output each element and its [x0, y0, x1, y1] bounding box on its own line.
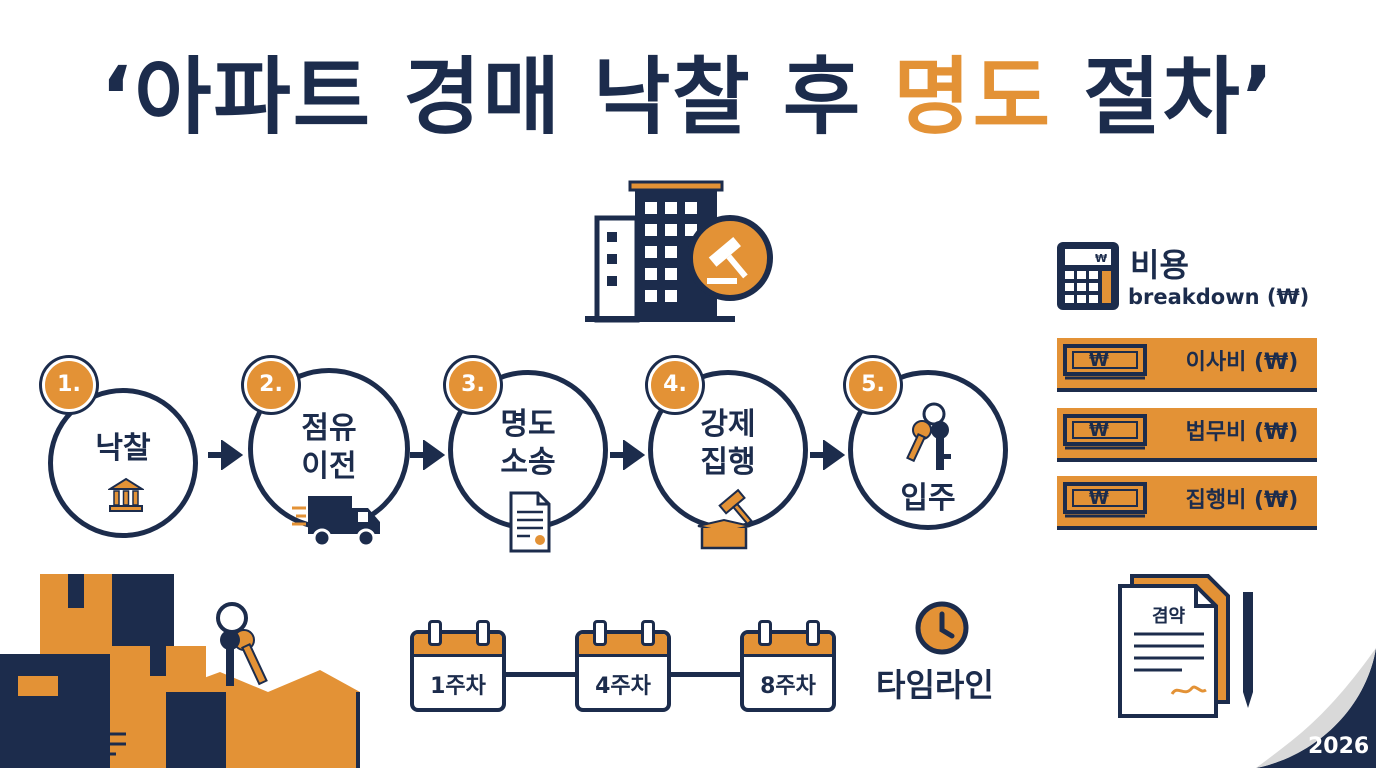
title-highlight: 명도	[893, 48, 1052, 146]
step-3-line2: 소송	[500, 445, 556, 480]
money-bills-icon	[1063, 482, 1147, 518]
building-gavel-icon	[585, 180, 773, 323]
document-icon	[509, 491, 551, 553]
cost-item-legal: ₩ 법무비 (₩)	[1057, 408, 1317, 462]
step-circle-5: 입주	[848, 370, 1008, 530]
keys-icon	[906, 402, 951, 470]
title-open-quote: ‘	[100, 48, 135, 146]
arrow-icon	[610, 440, 646, 470]
cost-subtitle: breakdown (₩)	[1128, 285, 1310, 309]
step-number-2: 2.	[244, 358, 298, 412]
cost-item-label: 법무비 (₩)	[1185, 420, 1299, 445]
step-3-line1: 명도	[500, 407, 556, 442]
step-1-label: 낙찰	[95, 431, 151, 466]
step-number-4: 4.	[648, 358, 702, 412]
money-bills-icon	[1063, 344, 1147, 380]
timeline-week-label: 4주차	[595, 674, 651, 699]
moving-boxes-icon	[0, 574, 360, 768]
svg-text:₩: ₩	[1095, 252, 1107, 265]
won-symbol: ₩	[1089, 488, 1109, 509]
step-number-3: 3.	[446, 358, 500, 412]
title-part1: 아파트 경매 낙찰 후	[134, 48, 894, 146]
won-symbol: ₩	[1089, 350, 1109, 371]
calendar-week-4: 4주차	[575, 620, 671, 712]
step-number-1: 1.	[42, 358, 96, 412]
bank-icon	[108, 477, 144, 512]
step-2-line1: 점유	[301, 411, 357, 446]
keys-icon	[216, 602, 268, 686]
arrow-icon	[410, 440, 446, 470]
contract-icon	[1118, 574, 1253, 718]
calculator-icon: ₩	[1057, 242, 1119, 310]
timeline-week-label: 1주차	[430, 674, 486, 699]
clock-icon	[915, 601, 969, 655]
cost-item-moving: ₩ 이사비 (₩)	[1057, 338, 1317, 392]
step-circle-1: 낙찰	[48, 388, 198, 538]
cost-item-execution: ₩ 집행비 (₩)	[1057, 476, 1317, 530]
cost-title: 비용	[1130, 246, 1189, 284]
contract-label: 겸약	[1152, 606, 1186, 627]
calendar-week-1: 1주차	[410, 620, 506, 712]
step-5-label: 입주	[900, 481, 956, 516]
title-close-quote: ’	[1241, 48, 1276, 146]
arrow-icon	[208, 440, 244, 470]
calendar-week-8: 8주차	[740, 620, 836, 712]
won-symbol: ₩	[1089, 420, 1109, 441]
page-title: ‘아파트 경매 낙찰 후 명도 절차’	[0, 30, 1376, 151]
timeline-label: 타임라인	[876, 666, 994, 704]
money-bills-icon	[1063, 414, 1147, 450]
step-4-line1: 강제	[700, 407, 756, 442]
title-part2: 절차	[1051, 48, 1242, 146]
step-2-line2: 이전	[301, 449, 357, 484]
cost-item-label: 이사비 (₩)	[1185, 350, 1299, 375]
timeline-week-label: 8주차	[760, 674, 816, 699]
year-label: 2026	[1308, 734, 1370, 759]
gavel-box-icon	[697, 488, 753, 550]
step-4-line2: 집행	[700, 445, 756, 480]
arrow-icon	[810, 440, 846, 470]
truck-icon	[292, 496, 380, 548]
page-curl-icon	[1256, 648, 1376, 768]
cost-item-label: 집행비 (₩)	[1185, 488, 1299, 513]
step-number-5: 5.	[846, 358, 900, 412]
